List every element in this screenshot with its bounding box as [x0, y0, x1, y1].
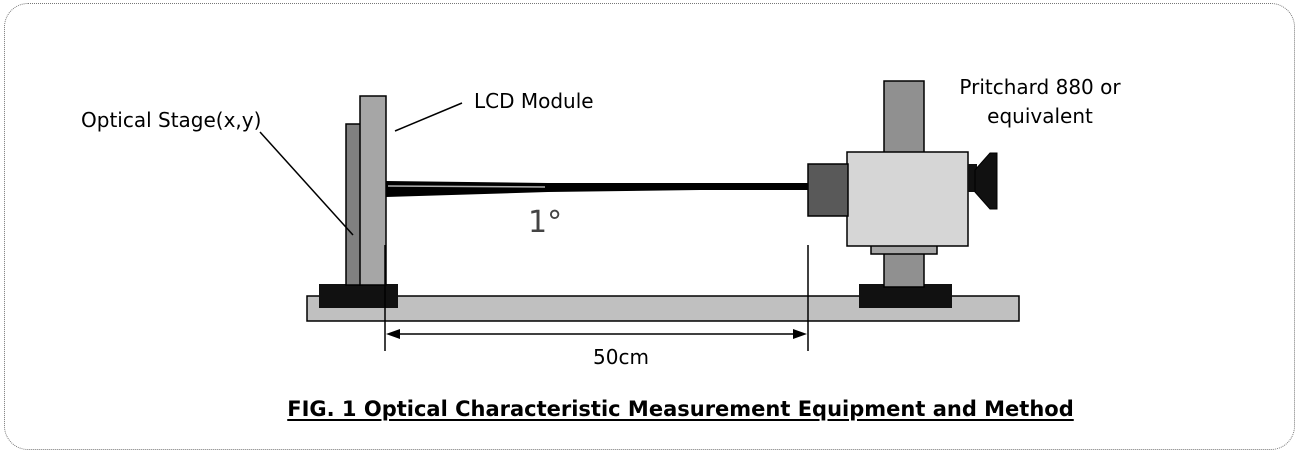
lcd-module-label: LCD Module: [474, 89, 594, 113]
figure-caption: FIG. 1 Optical Characteristic Measuremen…: [287, 397, 1074, 421]
base-rail: [306, 295, 1020, 322]
photometer-eyepiece-mount: [968, 164, 977, 192]
instrument-label-line1: Pritchard 880 or: [959, 75, 1121, 99]
angle-label: 1°: [528, 205, 562, 240]
distance-arrowhead-right: [793, 329, 807, 339]
photometer-eyepiece: [974, 152, 998, 210]
lcd-leader-line: [394, 102, 463, 132]
photometer-lens: [807, 163, 849, 217]
stage-leader-line: [259, 131, 354, 236]
measurement-beam: [386, 181, 808, 197]
distance-label: 50cm: [593, 345, 649, 369]
figure-frame: [4, 3, 1295, 450]
instrument-label-line2: equivalent: [987, 104, 1093, 128]
optical-stage-label: Optical Stage(x,y): [81, 108, 261, 132]
instrument-post-top: [883, 80, 925, 154]
beam-highlight: [387, 185, 546, 188]
distance-arrowhead-left: [386, 329, 400, 339]
instrument-post-bottom: [883, 252, 925, 288]
lcd-module: [359, 95, 387, 286]
instrument-foot: [859, 284, 952, 308]
stage-foot: [319, 284, 398, 308]
photometer-body: [846, 151, 969, 247]
